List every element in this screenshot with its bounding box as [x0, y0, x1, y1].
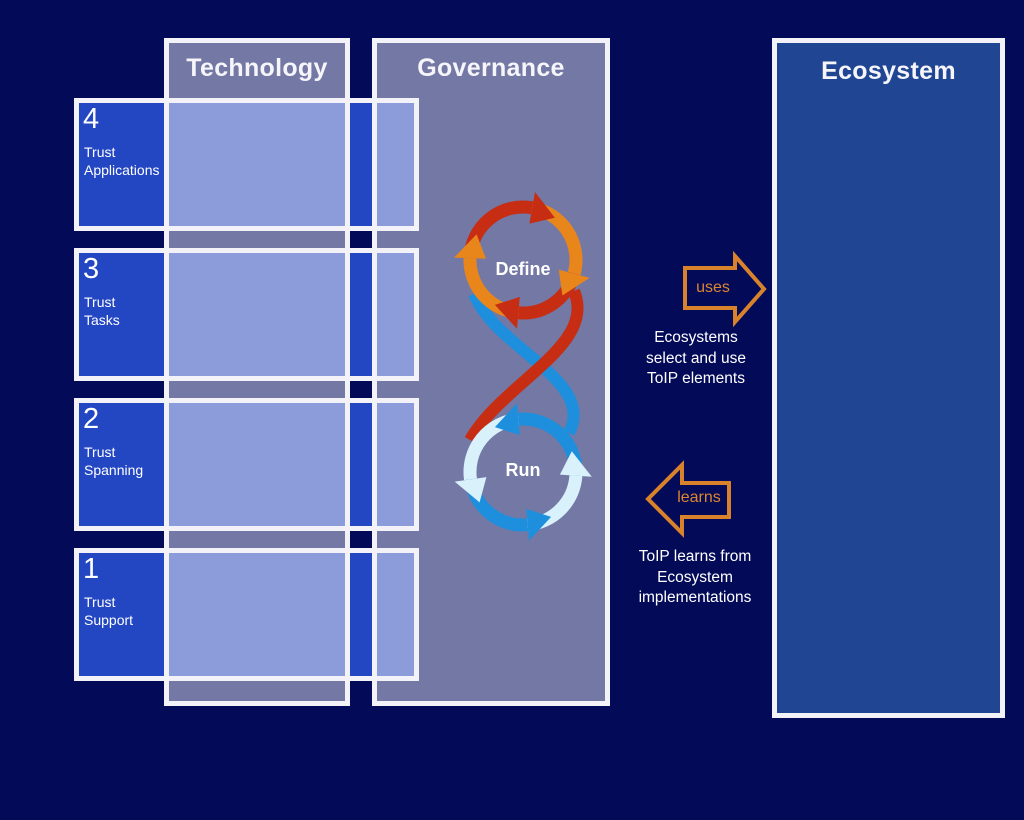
governance-column-border — [372, 38, 610, 706]
layer3-governance-cell — [373, 253, 414, 376]
layer1-governance-cell — [373, 553, 414, 676]
ecosystem-header: Ecosystem — [821, 57, 956, 85]
uses-arrow-label: uses — [696, 279, 730, 296]
learns-caption: ToIP learns from Ecosystem implementatio… — [638, 548, 752, 606]
layer3-technology-cell — [164, 253, 350, 376]
layer2-governance-cell — [373, 403, 414, 526]
technology-header: Technology — [186, 54, 328, 82]
layer-row-3: 3 Trust Tasks — [74, 248, 419, 381]
layer-row-2: 2 Trust Spanning — [74, 398, 419, 531]
uses-caption: Ecosystems select and use ToIP elements — [646, 329, 746, 387]
run-label: Run — [505, 460, 541, 480]
layer4-technology-cell — [164, 103, 350, 226]
layer1-number: 1 — [83, 553, 100, 585]
layer4-number: 4 — [83, 103, 100, 135]
governance-header: Governance — [417, 54, 565, 82]
layer-row-1: 1 Trust Support — [74, 548, 419, 681]
layer2-number: 2 — [83, 403, 100, 435]
technology-column-border — [164, 38, 350, 706]
layer3-number: 3 — [83, 253, 100, 285]
layer-row-4: 4 Trust Applications — [74, 98, 419, 231]
layer2-technology-cell — [164, 403, 350, 526]
define-label: Define — [495, 259, 551, 279]
layer2-name: Trust Spanning — [84, 444, 144, 478]
layer1-technology-cell — [164, 553, 350, 676]
layer3-name: Trust Tasks — [84, 294, 120, 328]
layer4-governance-cell — [373, 103, 414, 226]
layer4-name: Trust Applications — [84, 144, 160, 178]
ecosystem-panel: Ecosystem — [772, 38, 1005, 718]
layer1-name: Trust Support — [84, 594, 134, 628]
learns-arrow-label: learns — [677, 489, 721, 506]
